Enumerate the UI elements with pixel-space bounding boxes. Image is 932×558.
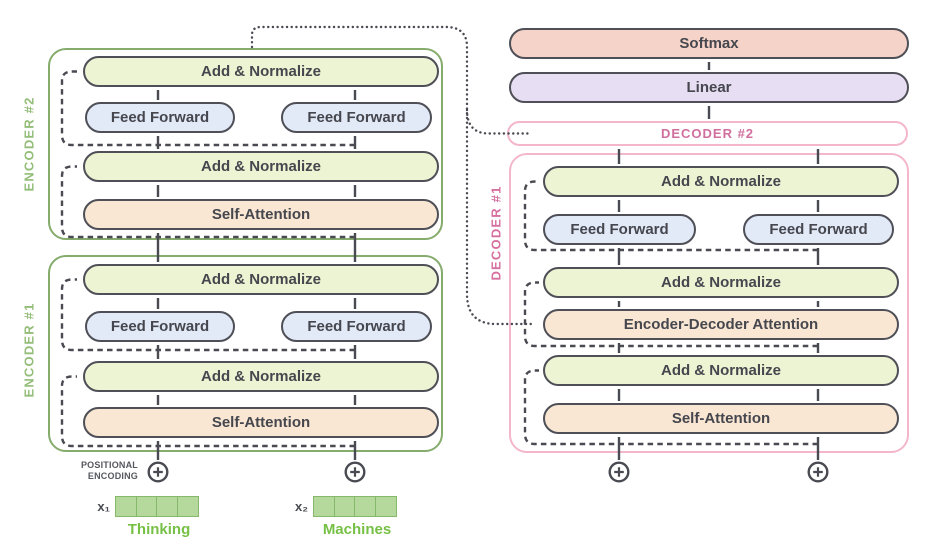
enc1-feed-forward-right-pill: Feed Forward: [281, 311, 432, 342]
embedding-cell: [313, 496, 335, 517]
decoder-1-label: DECODER #1: [488, 185, 504, 281]
enc1-add-normalize-top-pill: Add & Normalize: [83, 264, 439, 295]
embedding-cell: [176, 496, 199, 517]
positional-add-icon: [807, 461, 829, 483]
embedding-cell: [333, 496, 356, 517]
enc2-feed-forward-left-pill: Feed Forward: [85, 102, 235, 133]
enc1-self-attention-pill: Self-Attention: [83, 407, 439, 438]
decoder-2-box: DECODER #2: [507, 121, 908, 146]
token-word-thinking: Thinking: [127, 521, 191, 538]
linear-pill: Linear: [509, 72, 909, 103]
embedding-cell: [156, 496, 178, 517]
decoder-2-label: DECODER #2: [660, 126, 755, 141]
dec1-feed-forward-right-pill: Feed Forward: [743, 214, 894, 245]
enc2-add-normalize-top-pill: Add & Normalize: [83, 56, 439, 87]
positional-encoding-label: POSITIONAL ENCODING: [80, 460, 138, 481]
enc2-self-attention-pill: Self-Attention: [83, 199, 439, 230]
embedding-x1: [115, 496, 199, 517]
dec1-encoder-decoder-attention-pill: Encoder-Decoder Attention: [543, 309, 899, 340]
embedding-cell: [354, 496, 376, 517]
embedding-cell: [115, 496, 137, 517]
token-word-machines: Machines: [322, 521, 392, 538]
enc1-feed-forward-left-pill: Feed Forward: [85, 311, 235, 342]
enc2-feed-forward-right-pill: Feed Forward: [281, 102, 432, 133]
dec1-add-normalize-middle-pill: Add & Normalize: [543, 267, 899, 298]
encoder-1-container: [48, 255, 443, 452]
token-symbol-x1: x₁: [97, 499, 110, 514]
encoder-2-label: ENCODER #2: [21, 96, 37, 192]
enc1-add-normalize-bottom-pill: Add & Normalize: [83, 361, 439, 392]
positional-add-icon: [344, 461, 366, 483]
embedding-x2: [313, 496, 397, 517]
embedding-cell: [135, 496, 158, 517]
encoder-1-label: ENCODER #1: [21, 302, 37, 398]
positional-add-icon: [608, 461, 630, 483]
positional-add-icon: [147, 461, 169, 483]
dec1-feed-forward-left-pill: Feed Forward: [543, 214, 696, 245]
dec1-self-attention-pill: Self-Attention: [543, 403, 899, 434]
dec1-add-normalize-top-pill: Add & Normalize: [543, 166, 899, 197]
positional-add-icons: [147, 461, 829, 483]
token-symbol-x2: x₂: [294, 499, 308, 514]
embedding-cell: [374, 496, 397, 517]
enc2-add-normalize-bottom-pill: Add & Normalize: [83, 151, 439, 182]
dec1-add-normalize-bottom-pill: Add & Normalize: [543, 355, 899, 386]
softmax-pill: Softmax: [509, 28, 909, 59]
